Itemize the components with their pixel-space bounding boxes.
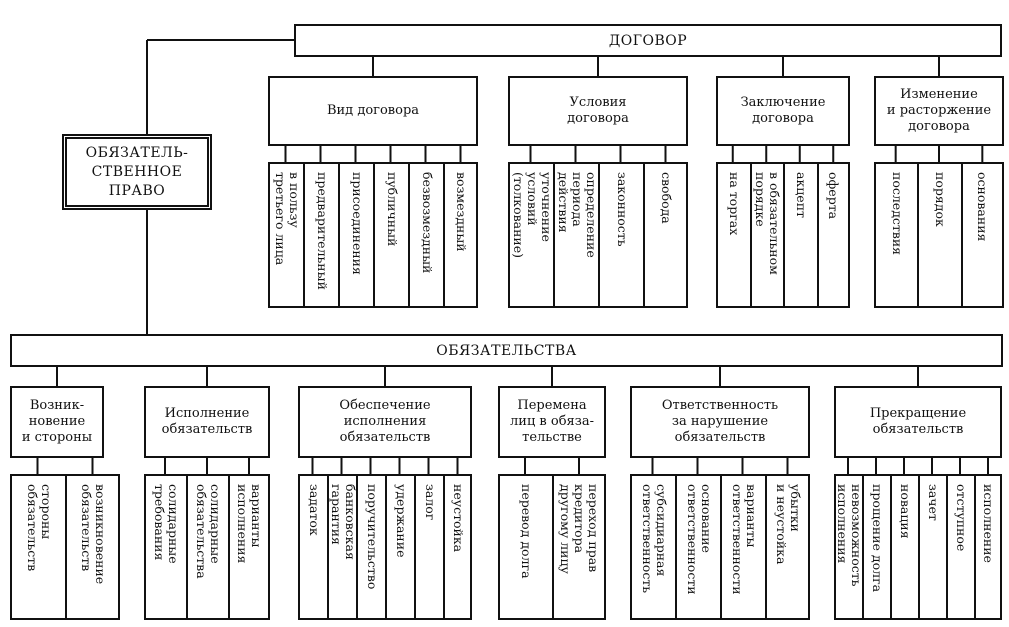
dogovor-item: законность [598,162,644,308]
obyazatelstva-item: залог [414,474,444,620]
dogovor-item: присоединения [338,162,374,308]
dogovor-item-label: в пользу третьего лица [272,172,302,266]
obyazatelstva-group-4: Ответственность за нарушение обязательст… [630,386,810,458]
dogovor-item: предварительный [303,162,339,308]
obyazatelstva-item-label: задаток [306,484,322,536]
obyazatelstva-item: задаток [298,474,328,620]
obyazatelstva-item-label: перевод долга [519,484,534,579]
obyazatelstva-item: варианты исполнения [228,474,270,620]
dogovor-item-label: предварительный [314,172,330,290]
obyazatelstva-item: исполнение [974,474,1002,620]
obyazatelstva-item: неустойка [443,474,472,620]
obyazatelstva-item-label: варианты ответственности [729,484,759,595]
dogovor-item-label: на торгах [726,172,742,236]
dogovor-item-label: возмездный [453,172,469,252]
dogovor-item: свобода [643,162,688,308]
dogovor-item-label: акцепт [793,172,809,218]
dogovor-item: публичный [373,162,409,308]
dogovor-item-label: последствия [889,172,905,256]
obyazatelstva-item: субсидиарная ответственность [630,474,676,620]
dogovor-group-2: Заключение договора [716,76,850,146]
obyazatelstva-header: ОБЯЗАТЕЛЬСТВА [10,334,1003,367]
obyazatelstva-item-label: неустойка [450,484,466,553]
dogovor-item-label: свобода [658,172,674,224]
obyazatelstva-item-label: солидарные обязательства [194,484,223,579]
obyazatelstva-item: поручительство [356,474,386,620]
obyazatelstva-item-label: варианты исполнения [235,484,264,564]
obyazatelstva-item: невозможность исполнения [834,474,863,620]
dogovor-item: в обязательном порядке [749,162,784,308]
obyazatelstva-group-1: Исполнение обязательств [144,386,270,458]
dogovor-item-label: порядок [932,172,948,227]
obyazatelstva-item-label: отступное [954,484,969,552]
dogovor-group-1: Условия договора [508,76,688,146]
dogovor-item-label: оферта [826,172,842,220]
obyazatelstva-item: солидарные обязательства [186,474,229,620]
root-obligation-law: ОБЯЗАТЕЛЬ- СТВЕННОЕ ПРАВО [62,134,212,210]
obyazatelstva-item-label: субсидиарная ответственность [639,484,669,594]
dogovor-item-label: основания [975,172,991,242]
dogovor-item-label: уточнение условий (толкование) [510,172,554,259]
obyazatelstva-item: стороны обязательств [10,474,66,620]
dogovor-item: уточнение условий (толкование) [508,162,554,308]
obyazatelstva-item: возникновение обязательств [65,474,120,620]
obyazatelstva-item-label: прощение долга [870,484,885,593]
dogovor-item: порядок [917,162,962,308]
dogovor-group-0: Вид договора [268,76,478,146]
obyazatelstva-item: банковская гарантия [327,474,357,620]
obyazatelstva-item-label: переход прав кредитора другому лицу [558,484,601,574]
dogovor-item: возмездный [443,162,478,308]
obyazatelstva-item: зачет [918,474,947,620]
dogovor-header: ДОГОВОР [294,24,1002,57]
obyazatelstva-item: основание ответственности [675,474,721,620]
obyazatelstva-item-label: исполнение [981,484,996,563]
obyazatelstva-item-label: возникновение обязательств [78,484,108,585]
dogovor-group-3: Изменение и расторжение договора [874,76,1004,146]
obyazatelstva-item: удержание [385,474,415,620]
obyazatelstva-item-label: новация [898,484,913,539]
obyazatelstva-group-0: Возник- новение и стороны [10,386,104,458]
dogovor-item-label: определение периода действия [555,172,599,258]
dogovor-item: на торгах [716,162,751,308]
obyazatelstva-item-label: поручительство [364,484,380,590]
obyazatelstva-item-label: убытки и неустойка [773,484,803,565]
obyazatelstva-item-label: банковская гарантия [328,484,357,560]
dogovor-item: последствия [874,162,919,308]
obyazatelstva-group-5: Прекращение обязательств [834,386,1002,458]
dogovor-item-label: присоединения [349,172,365,275]
dogovor-item-label: в обязательном порядке [753,172,783,275]
obyazatelstva-item: убытки и неустойка [765,474,810,620]
obyazatelstva-item-label: зачет [926,484,941,521]
obyazatelstva-item: переход прав кредитора другому лицу [552,474,606,620]
obyazatelstva-item: варианты ответственности [720,474,766,620]
dogovor-item: в пользу третьего лица [268,162,304,308]
obyazatelstva-item: прощение долга [862,474,891,620]
obyazatelstva-item-label: стороны обязательств [24,484,54,572]
dogovor-item: безвозмездный [408,162,444,308]
dogovor-item-label: публичный [384,172,400,247]
obyazatelstva-item: отступное [946,474,975,620]
obyazatelstva-item-label: залог [422,484,438,521]
obyazatelstva-item-label: удержание [393,484,409,558]
obyazatelstva-item: перевод долга [498,474,553,620]
obyazatelstva-group-2: Обеспечение исполнения обязательств [298,386,472,458]
obyazatelstva-item-label: солидарные требования [152,484,181,564]
dogovor-item: акцепт [783,162,818,308]
obyazatelstva-group-3: Перемена лиц в обяза- тельстве [498,386,606,458]
obyazatelstva-item-label: невозможность исполнения [835,484,863,587]
dogovor-item-label: законность [614,172,630,247]
dogovor-item: определение периода действия [553,162,599,308]
obyazatelstva-item: солидарные требования [144,474,187,620]
obyazatelstva-item: новация [890,474,919,620]
dogovor-item-label: безвозмездный [419,172,435,274]
dogovor-item: основания [960,162,1004,308]
obyazatelstva-item-label: основание ответственности [684,484,714,595]
dogovor-item: оферта [816,162,850,308]
